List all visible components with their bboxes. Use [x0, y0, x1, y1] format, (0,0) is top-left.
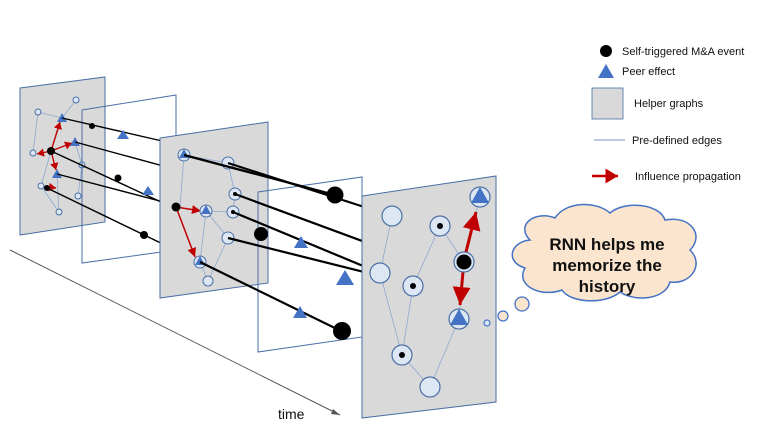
panel-3-influence [452, 211, 481, 306]
panel-2-event-node [171, 202, 181, 212]
bubble-line-1: RNN helps me [549, 235, 664, 254]
graph-panel-3 [361, 175, 497, 419]
bubble-line-2: memorize the [552, 256, 662, 275]
thought-bubble: RNN helps me memorize the history [483, 203, 697, 327]
bubble-line-3: history [579, 277, 636, 296]
self-event-dot-large [333, 322, 351, 340]
legend-predefined-edges: Pre-defined edges [632, 135, 722, 147]
legend-self-triggered: Self-triggered M&A event [622, 46, 744, 58]
legend-influence-propagation: Influence propagation [635, 171, 741, 183]
legend-helper-graphs: Helper graphs [634, 98, 704, 110]
self-event-dot [140, 231, 148, 239]
panel-1-peer-triangles [52, 113, 80, 178]
self-event-dot [89, 123, 95, 129]
self-event-dot-large [326, 186, 344, 204]
legend-helper-graph-icon [591, 87, 624, 120]
legend: Self-triggered M&A event Peer effect Hel… [591, 45, 744, 184]
panel-1-nodes [29, 96, 86, 216]
peer-triangle [294, 236, 308, 248]
legend-event-icon [600, 45, 612, 57]
panel-3-peer-triangles [450, 187, 489, 325]
panel-2-edges [179, 154, 236, 282]
peer-triangle [293, 306, 307, 318]
graph-panel-2 [159, 121, 269, 299]
panel-3-memory-dots [399, 223, 443, 358]
peer-triangle [336, 270, 354, 285]
peer-triangle [142, 186, 154, 195]
self-event-dot [114, 174, 122, 182]
legend-peer-effect: Peer effect [622, 66, 675, 78]
peer-triangle [117, 130, 129, 139]
panel-3-event-node [456, 254, 472, 270]
time-axis: time [9, 249, 341, 422]
time-axis-label: time [278, 406, 305, 422]
self-event-dot-large [254, 227, 268, 241]
legend-triangle-icon [598, 64, 614, 78]
